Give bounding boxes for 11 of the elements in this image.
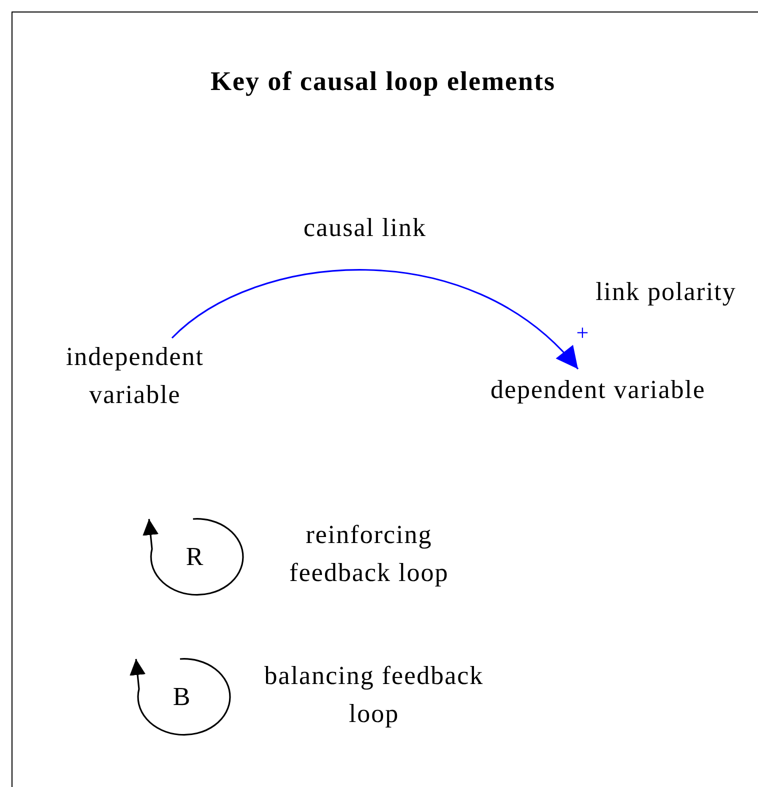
loop-description: balancing feedback loop [264, 660, 484, 730]
loop-description: reinforcing feedback loop [288, 519, 450, 589]
variable-label: dependent variable [458, 371, 738, 409]
loop-letter: B [172, 681, 192, 713]
diagram-title: Key of causal loop elements [210, 65, 556, 98]
loop-letter: R [186, 541, 204, 573]
causal-link-arrow [171, 269, 579, 370]
polarity-sign: + [576, 319, 590, 347]
edge-label: causal link [304, 212, 426, 244]
annotation-label: link polarity [596, 276, 736, 308]
variable-label: independent variable [40, 338, 230, 414]
